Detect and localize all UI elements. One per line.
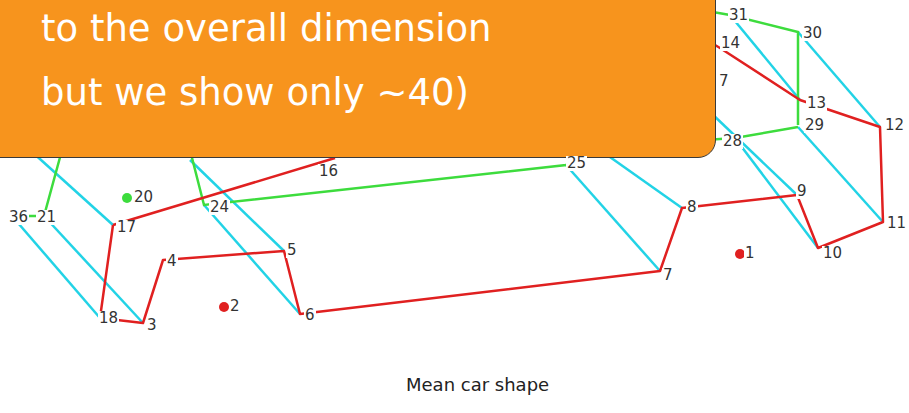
point-number: 13: [806, 96, 827, 111]
callout-text: to the overall dimension but we show onl…: [41, 0, 541, 125]
depth-line: [710, 112, 797, 195]
point-number: 30: [802, 26, 823, 41]
point-number: 25: [566, 156, 587, 171]
depth-line: [566, 165, 660, 271]
depth-line: [12, 216, 100, 318]
point-number: 11: [886, 216, 907, 231]
point-number: 16: [318, 164, 339, 179]
caption: Mean car shape: [406, 374, 549, 395]
green-point: [122, 193, 132, 203]
point-number: 20: [133, 190, 154, 205]
point-number: 17: [116, 220, 137, 235]
point-number: 31: [728, 8, 749, 23]
depth-line: [44, 216, 143, 323]
far-side-line: [8, 150, 62, 216]
near-side-line: [113, 158, 335, 225]
red-point: [219, 302, 229, 312]
point-number: 1: [744, 246, 756, 261]
point-number: 4: [166, 254, 178, 269]
point-number: 6: [304, 308, 316, 323]
point-number: 7: [718, 74, 730, 89]
point-number: 7: [662, 268, 674, 283]
depth-line: [600, 150, 682, 208]
point-number: 8: [686, 200, 698, 215]
point-number: 36: [8, 210, 29, 225]
depth-line: [798, 127, 883, 222]
point-number: 12: [884, 118, 905, 133]
point-number: 24: [209, 200, 230, 215]
callout-box: to the overall dimension but we show onl…: [0, 0, 716, 158]
point-number: 2: [229, 299, 241, 314]
depth-line: [735, 138, 818, 248]
point-number: 18: [98, 311, 119, 326]
far-side-line: [705, 127, 798, 140]
point-number: 5: [286, 243, 298, 258]
point-number: 10: [822, 246, 843, 261]
point-number: 21: [36, 210, 57, 225]
point-number: 14: [720, 36, 741, 51]
point-number: 29: [804, 118, 825, 133]
point-number: 9: [796, 184, 808, 199]
point-number: 28: [722, 134, 743, 149]
depth-line: [30, 150, 113, 225]
point-number: 3: [146, 318, 158, 333]
depth-line: [730, 15, 800, 100]
